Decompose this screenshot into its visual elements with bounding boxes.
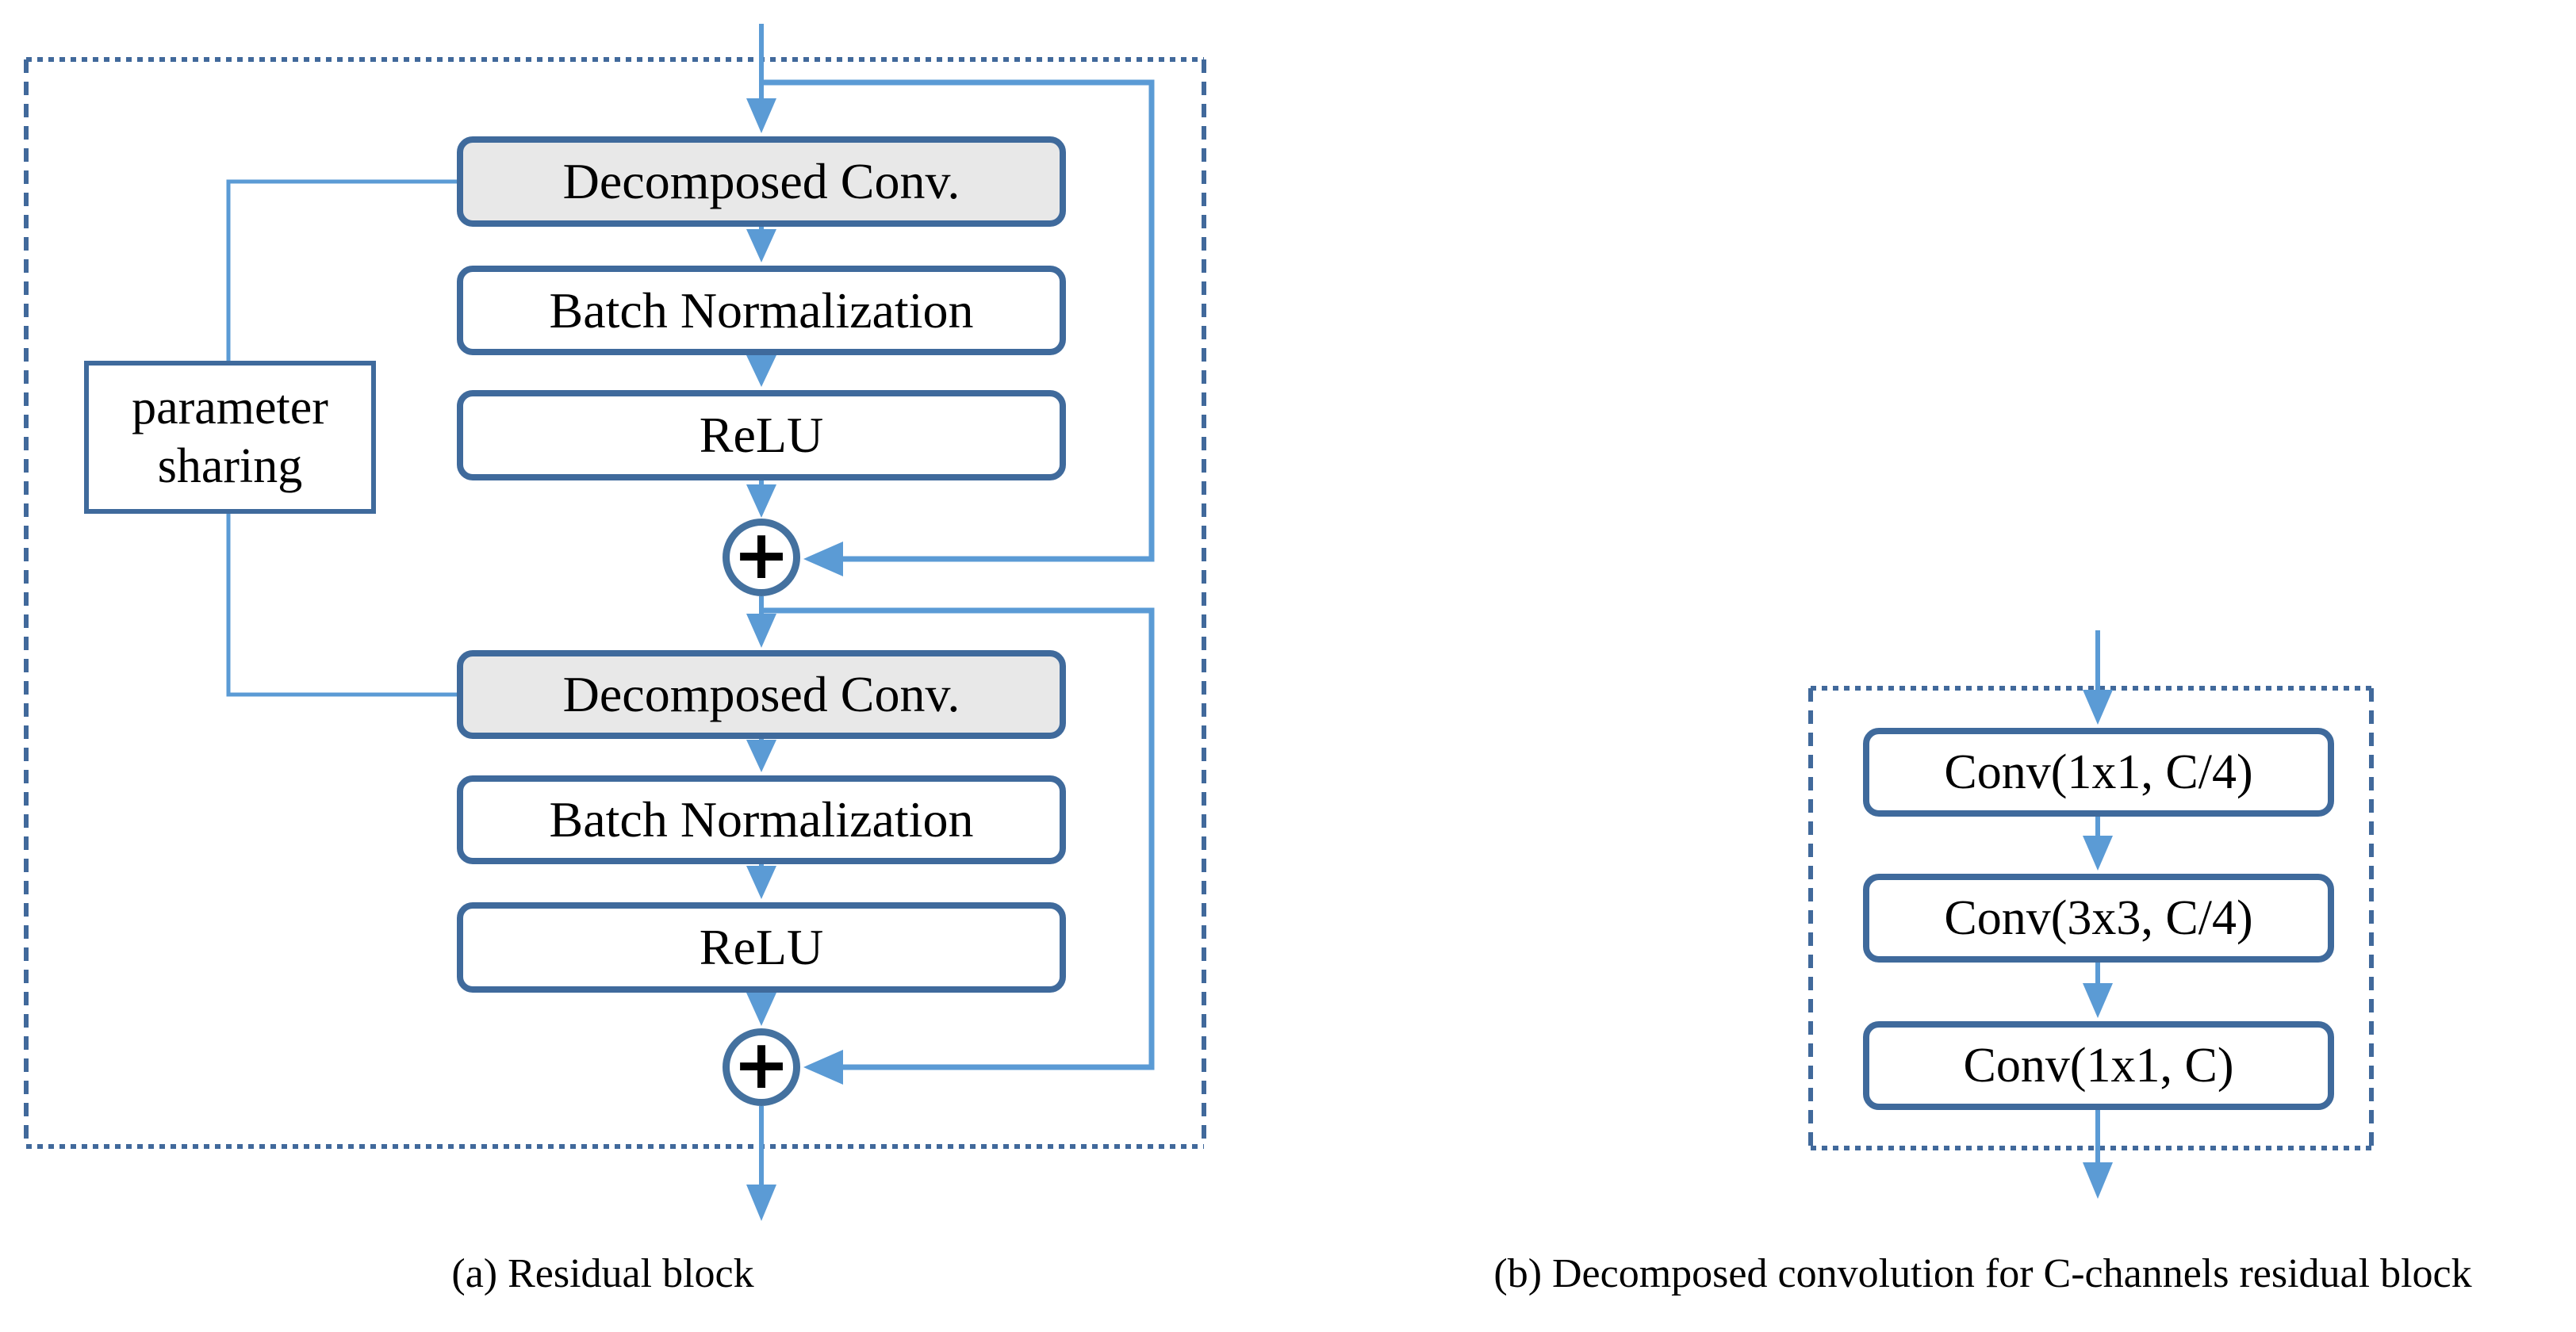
arrow-relu2-plus2 (746, 993, 776, 1026)
block-batch-normalization-2: Batch Normalization (457, 775, 1066, 864)
skip-connection-2-arrowhead (803, 1050, 843, 1085)
arrow-bn1-relu1 (746, 355, 776, 387)
input-arrow-a (746, 24, 776, 133)
arrow-decconv1-bn1 (746, 227, 776, 262)
block-decomposed-conv-1: Decomposed Conv. (457, 136, 1066, 227)
parameter-sharing-label-box: parameter sharing (84, 361, 376, 514)
caption-panel-b: (b) Decomposed convolution for C-channel… (1493, 1251, 2472, 1296)
output-arrow-b (2083, 1110, 2113, 1199)
block-conv-1x1-c4: Conv(1x1, C/4) (1863, 728, 2334, 817)
add-merge-icon-2: + (723, 1028, 800, 1106)
output-arrow-a (746, 1106, 776, 1221)
arrow-plus1-decconv2 (746, 596, 776, 648)
skip-connection-2 (761, 607, 1155, 1085)
skip-connection-1-arrowhead (803, 542, 843, 576)
arrow-relu1-plus1 (746, 480, 776, 518)
caption-panel-a: (a) Residual block (451, 1251, 754, 1296)
add-merge-icon-1: + (723, 519, 800, 596)
block-batch-normalization-1: Batch Normalization (457, 266, 1066, 355)
arrow-conv2-conv3 (2083, 963, 2113, 1018)
panel-b-frame (1808, 686, 2374, 1150)
block-relu-1: ReLU (457, 390, 1066, 480)
skip-connection-1 (761, 79, 1155, 576)
input-arrow-b (2083, 630, 2113, 725)
panel-b-flow-arrows (2083, 630, 2113, 1199)
panel-a-frame (24, 57, 1206, 1149)
block-relu-2: ReLU (457, 902, 1066, 993)
block-conv-1x1-c: Conv(1x1, C) (1863, 1021, 2334, 1110)
arrow-bn2-relu2 (746, 864, 776, 899)
arrow-decconv2-bn2 (746, 739, 776, 772)
block-conv-3x3-c4: Conv(3x3, C/4) (1863, 874, 2334, 963)
arrow-conv1-conv2 (2083, 817, 2113, 871)
panel-a-flow-arrows (746, 24, 776, 1221)
block-decomposed-conv-2: Decomposed Conv. (457, 650, 1066, 739)
